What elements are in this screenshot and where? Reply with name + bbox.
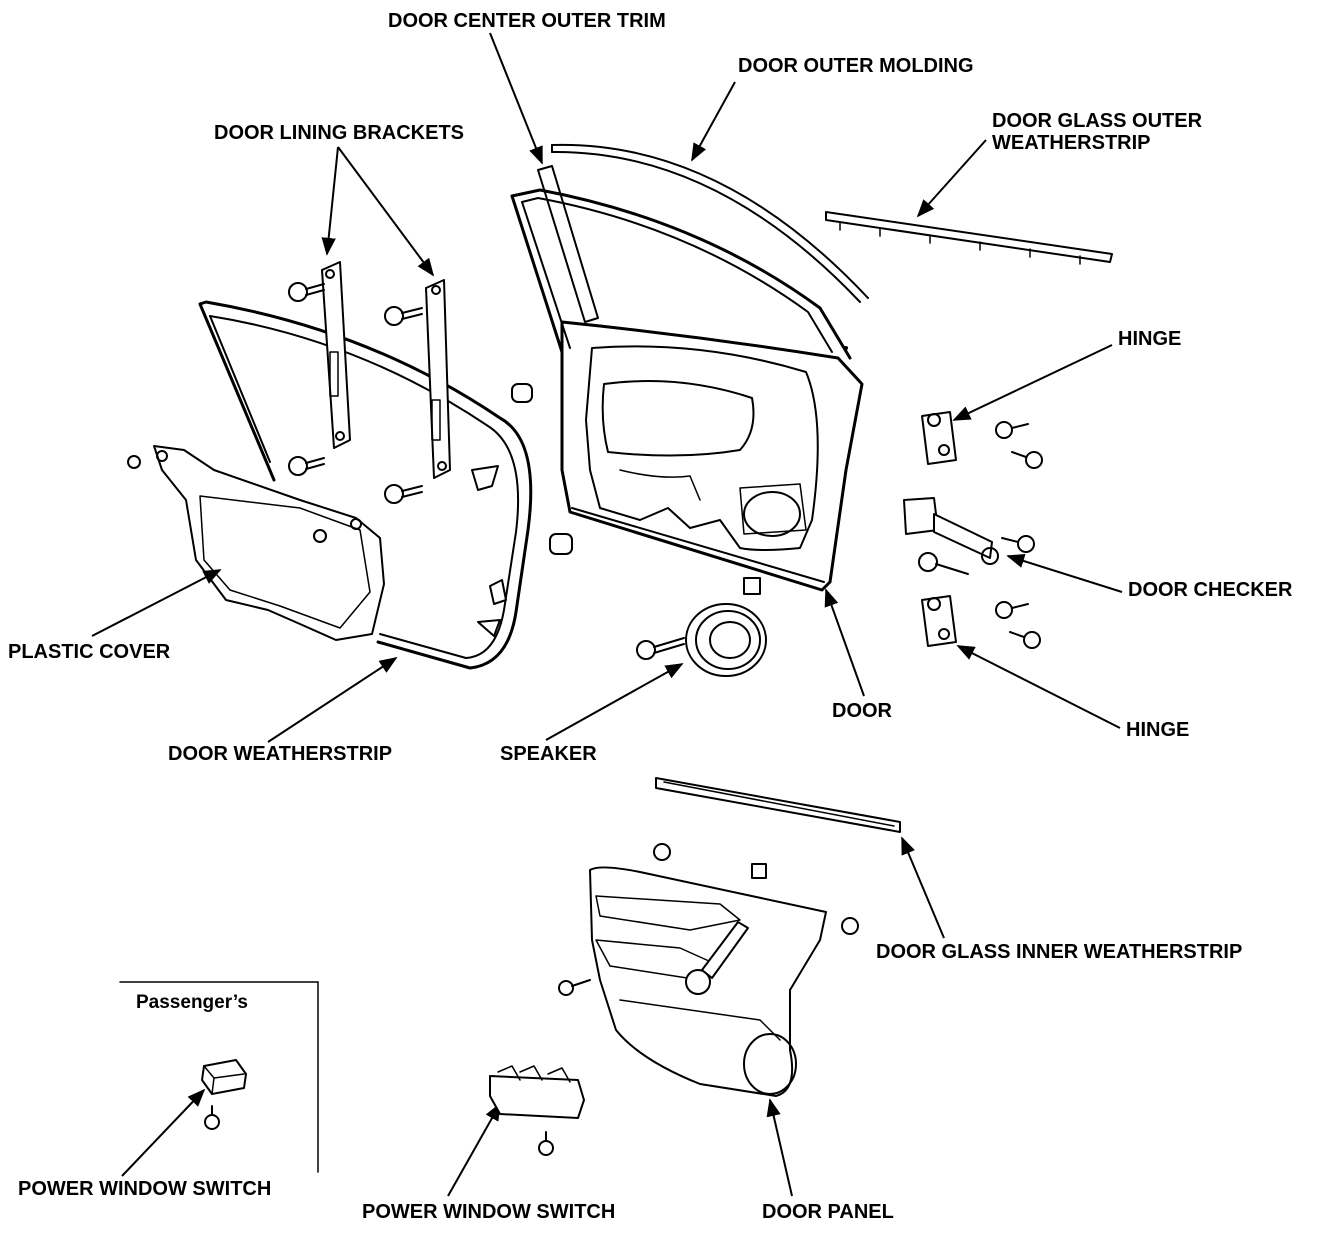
label-door-glass-inner-weatherstrip: DOOR GLASS INNER WEATHERSTRIP	[876, 941, 1242, 963]
passenger-box	[119, 981, 319, 1173]
label-door-weatherstrip: DOOR WEATHERSTRIP	[168, 743, 392, 765]
door-glass-inner-weatherstrip	[655, 777, 901, 833]
label-door-outer-molding: DOOR OUTER MOLDING	[738, 55, 974, 77]
door-lining-bracket-left	[321, 261, 351, 449]
label-power-window-switch-driver: POWER WINDOW SWITCH	[362, 1201, 615, 1223]
door-weatherstrip	[198, 300, 533, 670]
label-hinge-upper: HINGE	[1118, 328, 1181, 350]
label-plastic-cover: PLASTIC COVER	[8, 641, 171, 663]
speaker	[636, 603, 767, 677]
label-door: DOOR	[832, 700, 893, 722]
door-outer-molding	[551, 143, 869, 303]
door-shell	[510, 188, 864, 592]
label-door-checker: DOOR CHECKER	[1128, 579, 1293, 601]
label-door-center-outer-trim: DOOR CENTER OUTER TRIM	[388, 10, 666, 32]
label-passengers: Passenger’s	[136, 992, 248, 1013]
door-glass-outer-weatherstrip	[825, 211, 1113, 265]
hinge-lower	[921, 595, 1041, 649]
leader-lines	[91, 32, 1123, 1197]
label-door-panel: DOOR PANEL	[762, 1201, 894, 1223]
door-lining-bracket-right	[425, 279, 451, 479]
plastic-cover	[127, 445, 385, 641]
door-checker	[903, 497, 1035, 575]
label-speaker: SPEAKER	[500, 743, 597, 765]
passenger-power-window-switch	[201, 1059, 247, 1130]
door-center-outer-trim	[537, 165, 599, 323]
hinge-upper	[921, 411, 1043, 469]
label-door-glass-outer-weatherstrip-line1: DOOR GLASS OUTER	[992, 110, 1203, 132]
door-clips	[471, 383, 761, 637]
label-hinge-lower: HINGE	[1126, 719, 1189, 741]
door-panel	[558, 843, 859, 1097]
bracket-bolts	[288, 282, 423, 504]
label-power-window-switch-passenger: POWER WINDOW SWITCH	[18, 1178, 271, 1200]
driver-power-window-switch	[489, 1065, 585, 1156]
label-door-lining-brackets: DOOR LINING BRACKETS	[214, 122, 464, 144]
label-door-glass-outer-weatherstrip-line2: WEATHERSTRIP	[992, 132, 1151, 154]
